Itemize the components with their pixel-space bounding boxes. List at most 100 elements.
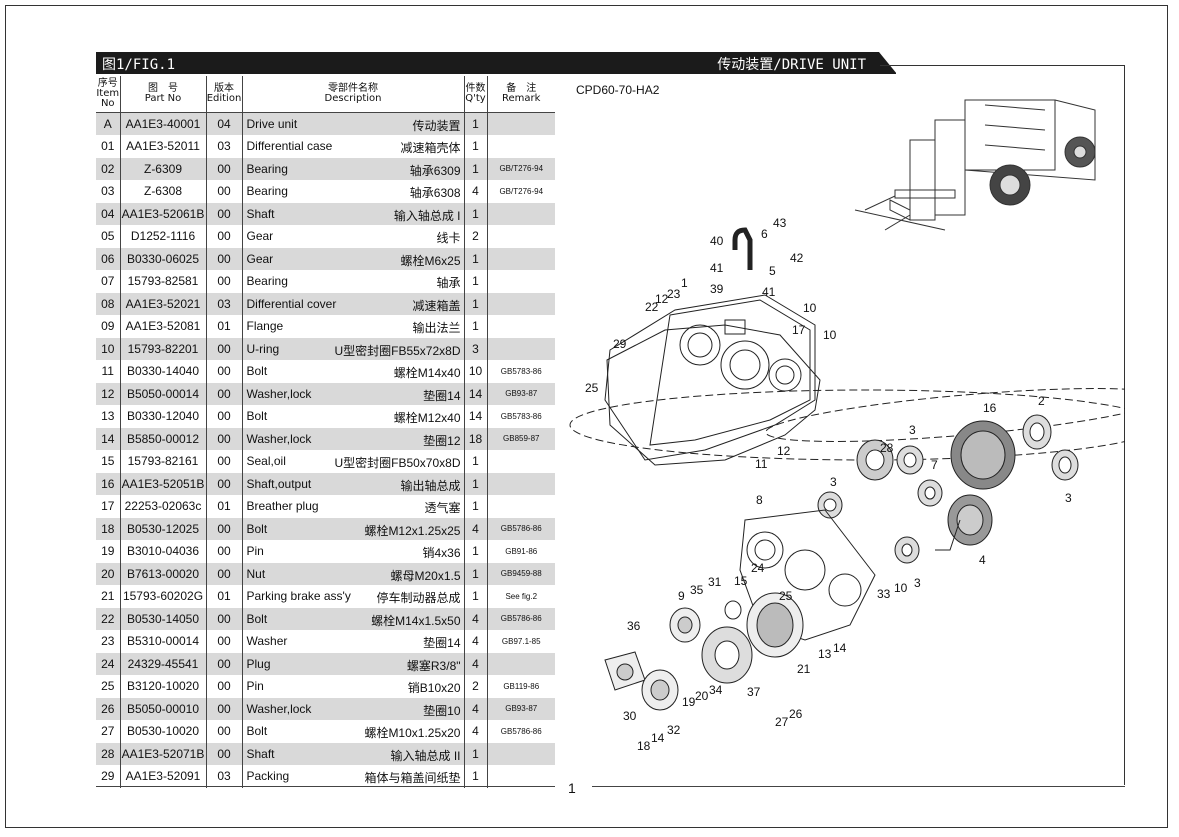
description-en: Bearing xyxy=(246,184,288,198)
edition-cell: 00 xyxy=(206,427,243,450)
item-cell: 29 xyxy=(96,765,121,788)
callout-label: 23 xyxy=(667,287,681,301)
item-cell: 04 xyxy=(96,202,121,225)
description-cn: 螺栓M14x1.5x50 xyxy=(371,613,461,628)
callout-label: 26 xyxy=(789,707,803,721)
edition-cell: 00 xyxy=(206,630,243,653)
description-cn: 轴承6308 xyxy=(409,186,461,200)
description-cn: 螺栓M6x25 xyxy=(400,253,461,268)
description-en: Flange xyxy=(246,319,284,333)
remark-cell: GB9459-88 xyxy=(487,562,555,585)
part-number-cell: D1252-1116 xyxy=(120,225,207,248)
description-en: Bolt xyxy=(246,364,268,378)
remark-cell: See fig.2 xyxy=(505,591,538,601)
item-cell: 21 xyxy=(96,585,121,608)
remark-cell: GB/T276-94 xyxy=(487,157,555,180)
item-cell: 08 xyxy=(96,292,121,315)
qty-cell: 4 xyxy=(464,180,488,203)
qty-cell: 18 xyxy=(464,427,488,450)
item-cell: 12 xyxy=(96,382,121,405)
description-cn: 垫圈14 xyxy=(423,636,461,650)
description-cn: 螺栓M12x1.25x25 xyxy=(364,523,461,538)
edition-cell: 01 xyxy=(206,585,243,608)
remark-cell xyxy=(487,337,555,360)
part-number-cell: B5850-00012 xyxy=(120,427,207,450)
callout-label: 13 xyxy=(818,647,832,661)
item-cell: 25 xyxy=(96,675,121,698)
model-code: CPD60-70-HA2 xyxy=(576,83,660,97)
qty-cell: 1 xyxy=(464,202,488,225)
item-cell: 15 xyxy=(96,450,121,473)
part-number-cell: 15793-82201 xyxy=(120,337,207,360)
description-cn: U型密封圈FB50x70x8D xyxy=(334,456,461,470)
qty-cell: 2 xyxy=(464,225,488,248)
description-cell: Differential case 减速箱壳体 xyxy=(242,135,465,158)
edition-cell: 00 xyxy=(206,472,243,495)
page-bottom-rule xyxy=(592,786,1125,787)
description-en: Differential case xyxy=(246,139,333,153)
qty-cell: 1 xyxy=(464,585,488,608)
edition-cell: 01 xyxy=(206,495,243,518)
part-number-cell: AA1E3-52071B xyxy=(120,742,207,765)
part-number-cell: B0530-12025 xyxy=(120,517,207,540)
item-cell: A xyxy=(96,112,121,135)
callout-label: 10 xyxy=(894,581,908,595)
remark-cell: GB91-86 xyxy=(505,546,538,556)
qty-cell: 1 xyxy=(464,157,488,180)
edition-cell: 03 xyxy=(206,135,243,158)
item-cell: 26 xyxy=(96,697,121,720)
description-cn: 轴承6309 xyxy=(409,163,461,178)
callout-label: 12 xyxy=(777,444,791,458)
callout-label: 22 xyxy=(645,300,659,314)
description-cn: 输出法兰 xyxy=(412,321,461,335)
item-cell: 16 xyxy=(96,472,121,495)
description-cn: 螺栓M10x1.25x20 xyxy=(364,726,461,740)
description-cn: 输入轴总成 I xyxy=(393,208,461,223)
callout-label: 7 xyxy=(931,458,938,472)
callout-label: 41 xyxy=(762,285,776,299)
callout-label: 6 xyxy=(761,227,768,241)
callout-label: 11 xyxy=(755,457,768,471)
edition-cell: 01 xyxy=(206,315,243,338)
edition-cell: 00 xyxy=(206,382,243,405)
qty-cell: 10 xyxy=(464,360,488,383)
item-cell: 06 xyxy=(96,247,121,270)
description-en: Gear xyxy=(246,229,274,243)
part-number-cell: AA1E3-40001 xyxy=(120,112,207,135)
description-cn: 减速箱壳体 xyxy=(400,141,461,155)
description-en: Differential cover xyxy=(246,296,337,311)
item-cell: 20 xyxy=(96,562,121,585)
callout-label: 3 xyxy=(830,475,837,489)
remark-cell: GB93-87 xyxy=(487,697,555,720)
remark-cell: GB5786-86 xyxy=(500,726,542,736)
qty-cell: 3 xyxy=(464,337,488,360)
description-en: Parking brake ass'y xyxy=(246,589,351,603)
callout-label: 10 xyxy=(823,328,837,342)
part-number-cell: B5050-00014 xyxy=(120,382,207,405)
figure-banner: 图1/FIG.1 传动装置/DRIVE UNIT xyxy=(96,52,897,74)
qty-cell: 1 xyxy=(464,135,488,158)
callout-label: 16 xyxy=(983,401,997,415)
item-cell: 09 xyxy=(96,315,121,338)
part-number-cell: B5310-00014 xyxy=(120,630,207,653)
